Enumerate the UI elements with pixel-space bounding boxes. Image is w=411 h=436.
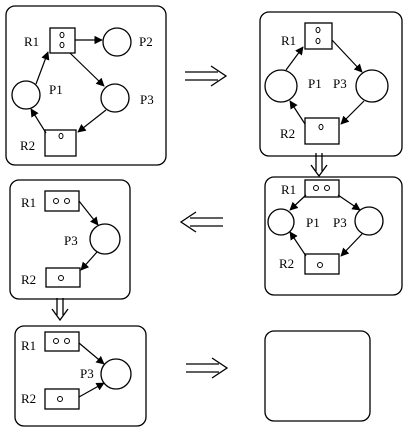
instance-dot [58,132,64,140]
edge-r1-to-p3 [69,52,105,87]
edge-r1-to-p3 [78,342,105,365]
process-p3 [354,206,384,236]
label-p3: P3 [333,76,347,91]
label-r2: R2 [280,126,295,141]
edge-p1-to-r1 [35,51,50,85]
edge-p1-to-r1 [285,46,304,71]
label-r1: R1 [21,338,36,353]
label-p1: P1 [308,76,322,91]
resource-r2 [44,129,77,157]
graph-panel-5: R1 P3 R2 [14,325,147,427]
graph-panel-6 [264,330,371,422]
resource-r1 [49,27,76,54]
label-r1: R1 [281,182,296,197]
label-p3: P3 [333,215,347,230]
label-r2: R2 [21,391,36,406]
instance-dot [324,185,330,191]
process-p3 [100,83,130,113]
label-p3: P3 [140,92,154,107]
label-p3: P3 [64,233,78,248]
process-p1 [264,69,298,103]
transition-arrow-down-2 [51,298,69,322]
panel-frame-empty [264,330,371,422]
instance-dot [315,26,321,34]
instance-dot [58,275,64,281]
graph-panel-4: R1 P3 R2 [9,179,131,300]
transition-arrow-down-1 [310,153,328,178]
process-p3 [355,69,389,103]
label-r1: R1 [281,33,296,48]
label-p3: P3 [80,366,94,381]
process-p1 [11,80,41,110]
resource-r2 [304,117,340,145]
instance-dot [313,185,319,191]
label-r1: R1 [21,195,36,210]
instance-dot [64,338,70,344]
edge-r2-to-p1 [30,108,47,134]
transition-arrow-right-2 [186,357,229,379]
instance-dot [318,123,324,131]
edge-r1-to-p1 [289,194,307,211]
edge-p3-to-r2 [340,100,365,125]
instance-dot [315,37,321,45]
instance-dot [57,396,63,402]
label-p1: P1 [306,215,320,230]
instance-dot [59,41,65,49]
process-p3 [100,358,132,390]
label-r2: R2 [20,138,35,153]
instance-dot [53,198,59,204]
process-p1 [267,208,295,236]
edge-p3-to-r2 [77,109,107,133]
label-p2: P2 [139,34,153,49]
process-p2 [102,27,132,57]
edge-r1-to-p3 [337,194,361,211]
graph-panel-2: R1 P1 P3 R2 [259,11,403,157]
edge-r1-to-p3 [331,39,363,73]
label-r2: R2 [279,256,294,271]
graph-panel-1: R1 P2 P1 P3 R2 [5,5,167,166]
instance-dot [59,31,65,39]
resource-r1 [304,22,333,50]
graph-panel-3: R1 P1 P3 R2 [264,176,403,296]
instance-dot [53,338,59,344]
resource-r1 [44,190,80,212]
process-p3 [89,223,121,255]
instance-dot [64,198,70,204]
edge-r2-to-p1 [289,231,307,257]
label-r1: R1 [24,34,39,49]
edge-p3-to-r2 [80,251,98,271]
edge-p3-to-r2 [340,233,363,257]
resource-r1 [44,331,80,352]
edge-r2-to-p3 [78,382,105,398]
transition-arrow-left-1 [179,211,223,233]
label-r2: R2 [21,272,36,287]
resource-r1 [304,179,340,198]
label-p1: P1 [49,82,63,97]
transition-arrow-right-1 [185,65,228,87]
panel-frame [9,179,131,300]
instance-dot [317,262,323,268]
edge-r2-to-p1 [289,100,306,125]
edge-r1-to-p3 [78,200,99,226]
